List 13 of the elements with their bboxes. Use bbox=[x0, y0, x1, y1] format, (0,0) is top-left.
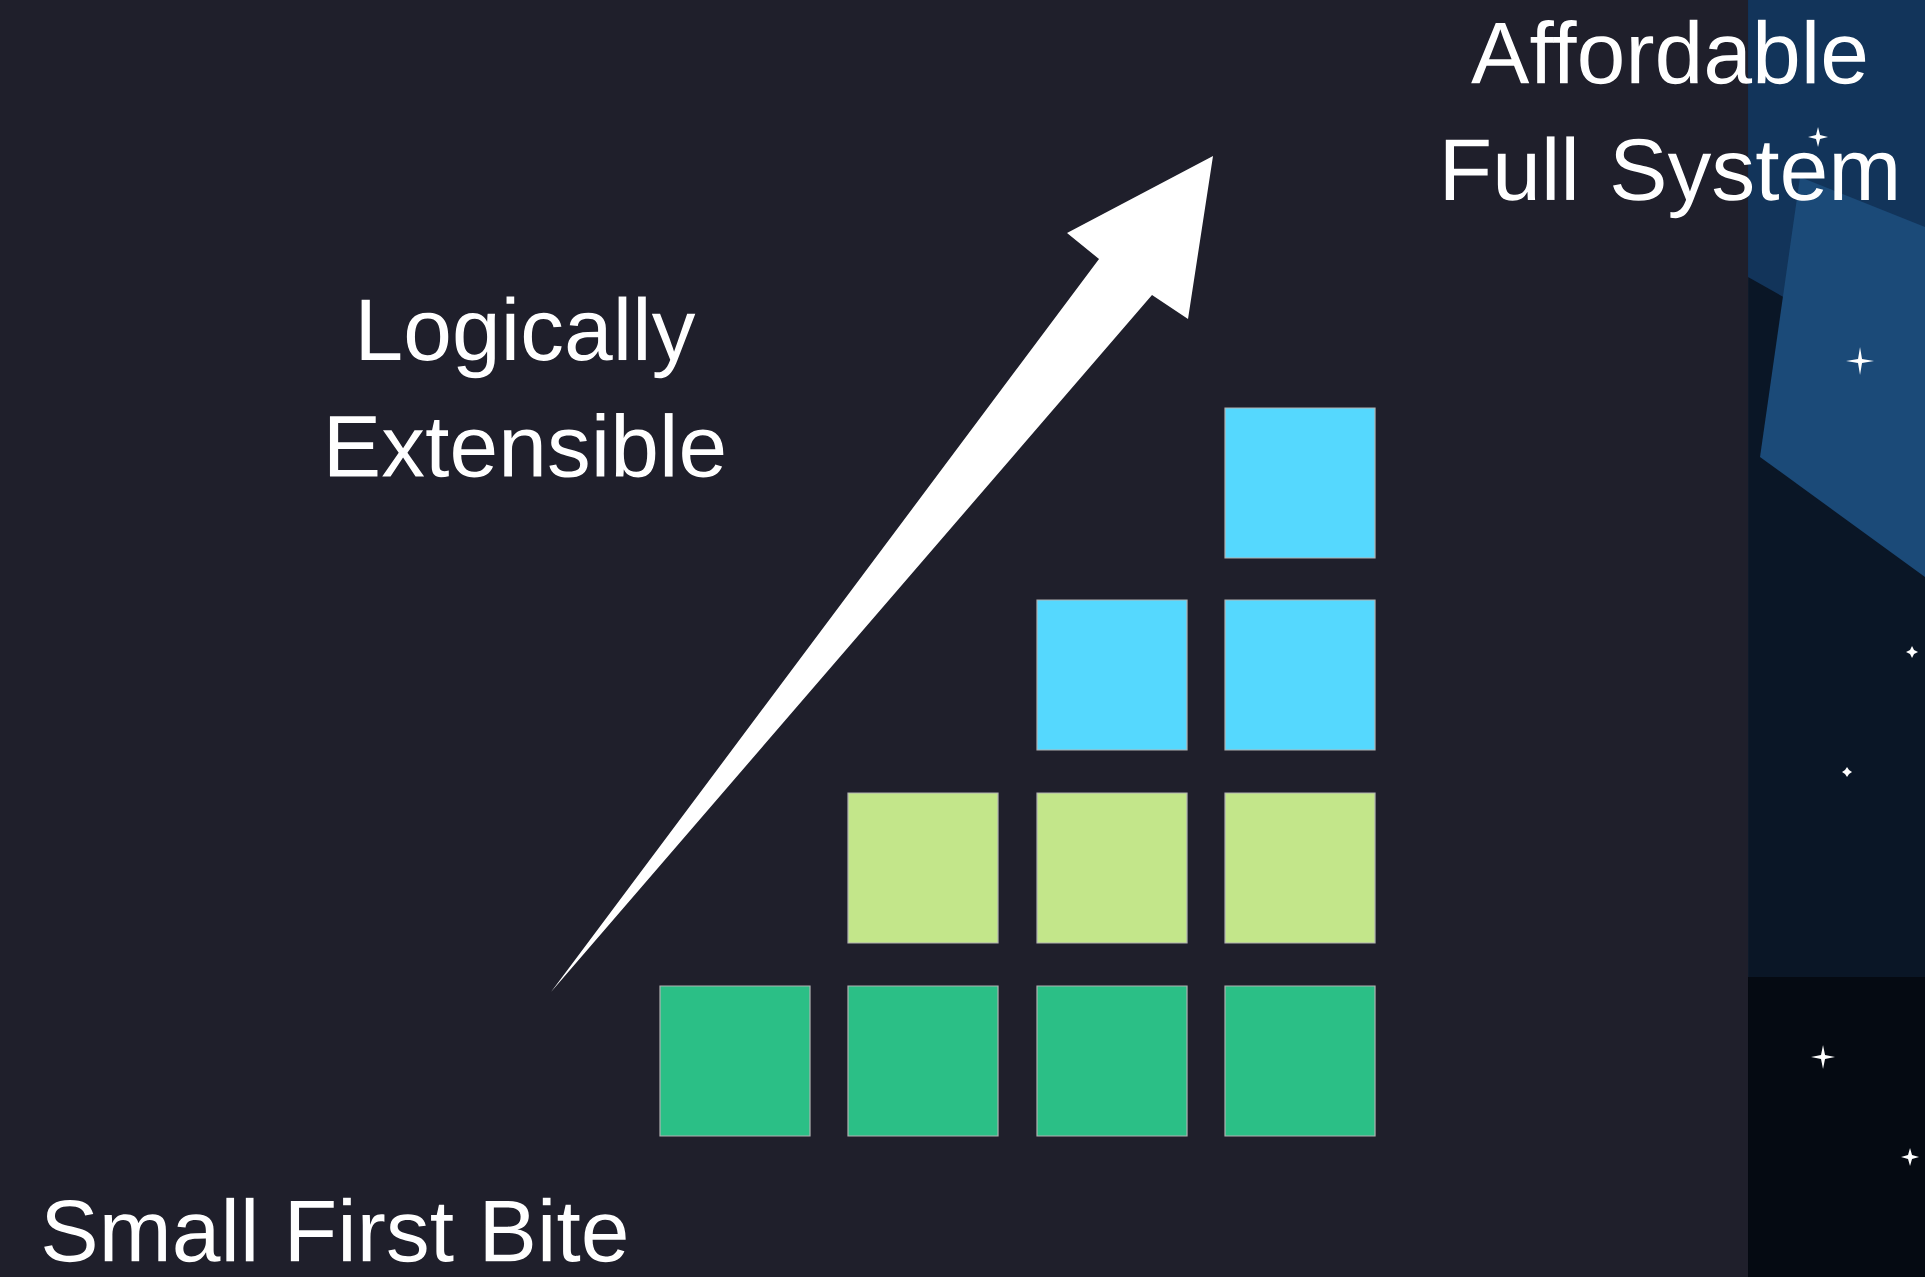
heading: Small First Bite bbox=[44, 1197, 626, 1263]
block bbox=[1036, 599, 1188, 751]
block bbox=[1224, 599, 1376, 751]
block bbox=[1224, 792, 1376, 944]
block bbox=[659, 985, 811, 1137]
block bbox=[847, 792, 999, 944]
block bbox=[847, 985, 999, 1137]
block bbox=[1224, 407, 1376, 559]
block bbox=[1224, 985, 1376, 1137]
block bbox=[1036, 792, 1188, 944]
heading: Affordable Full System bbox=[1445, 19, 1896, 219]
heading: Logically Extensible bbox=[329, 296, 724, 478]
block bbox=[1036, 985, 1188, 1137]
